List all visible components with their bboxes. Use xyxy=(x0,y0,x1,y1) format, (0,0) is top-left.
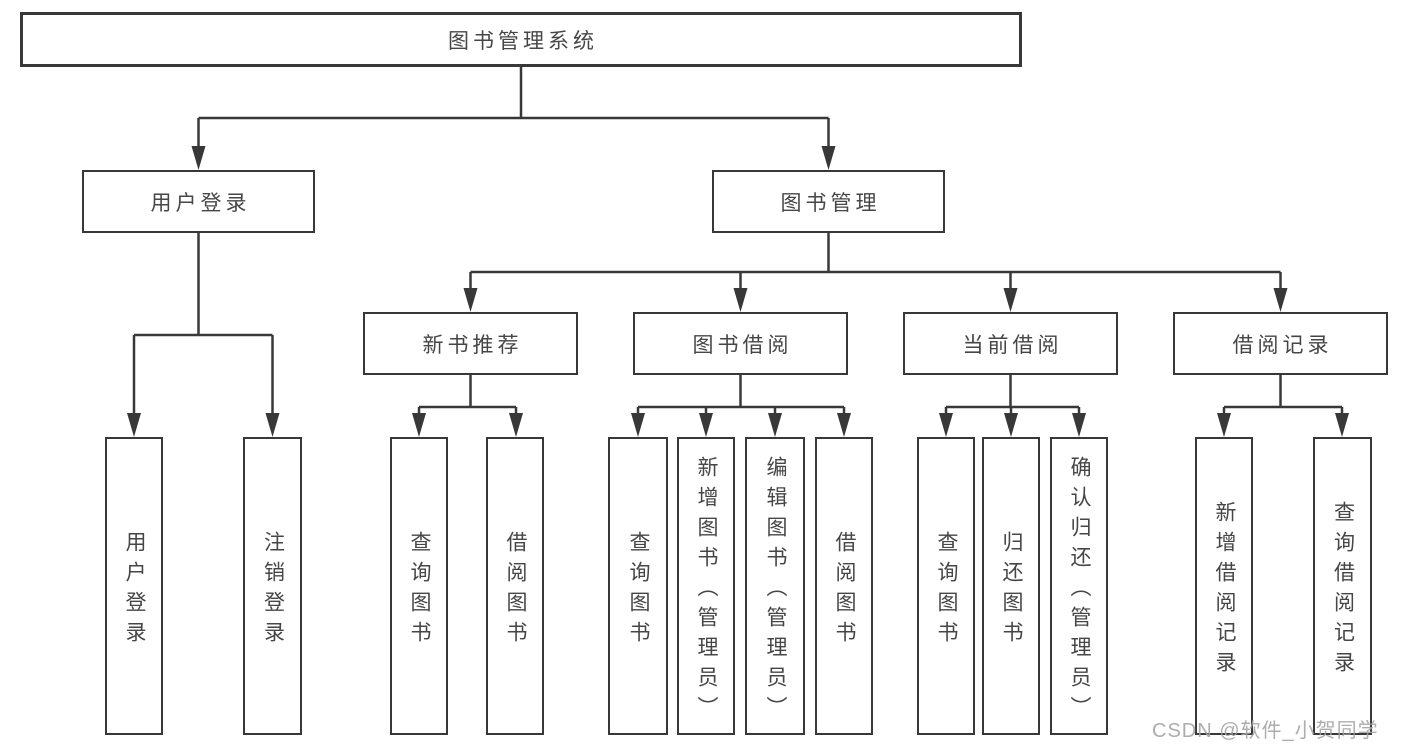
watermark-text: CSDN @软件_小贺同学 xyxy=(1152,720,1379,742)
leaf-bb-edit-books-admin: 编辑图书（管理员） xyxy=(745,437,805,735)
leaf-bb-add-books-admin: 新增图书（管理员） xyxy=(677,437,735,735)
node-book-borrow: 图书借阅 xyxy=(633,312,848,375)
leaf-bb-borrow-books: 借阅图书 xyxy=(815,437,873,735)
leaf-cb-return-books: 归还图书 xyxy=(982,437,1040,735)
node-user-login-label: 用户登录 xyxy=(150,191,251,215)
node-new-book-recommend: 新书推荐 xyxy=(363,312,578,375)
leaf-cb-confirm-return-admin-label: 确认归还（管理员） xyxy=(1068,455,1091,726)
node-root-label: 图书管理系统 xyxy=(448,29,598,53)
node-new-book-recommend-label: 新书推荐 xyxy=(422,333,523,357)
node-book-borrow-label: 图书借阅 xyxy=(692,333,793,357)
leaf-br-add-record-label: 新增借阅记录 xyxy=(1213,500,1236,681)
leaf-nb-query-books: 查询图书 xyxy=(390,437,448,735)
node-book-management-label: 图书管理 xyxy=(780,191,881,215)
node-book-management: 图书管理 xyxy=(712,170,945,233)
leaf-cb-return-books-label: 归还图书 xyxy=(1000,530,1023,651)
node-current-borrow-label: 当前借阅 xyxy=(962,333,1063,357)
leaf-cb-query-books-label: 查询图书 xyxy=(935,530,958,651)
leaf-cb-confirm-return-admin: 确认归还（管理员） xyxy=(1050,437,1108,735)
node-root: 图书管理系统 xyxy=(20,12,1022,67)
leaf-bb-query-books: 查询图书 xyxy=(608,437,668,735)
leaf-cb-query-books: 查询图书 xyxy=(917,437,975,735)
node-borrow-record: 借阅记录 xyxy=(1173,312,1388,375)
leaf-bb-add-books-admin-label: 新增图书（管理员） xyxy=(695,455,718,726)
node-user-login: 用户登录 xyxy=(82,170,315,233)
leaf-br-query-record: 查询借阅记录 xyxy=(1313,437,1372,735)
leaf-br-query-record-label: 查询借阅记录 xyxy=(1331,500,1355,681)
leaf-nb-borrow-books-label: 借阅图书 xyxy=(504,530,527,651)
node-current-borrow: 当前借阅 xyxy=(903,312,1118,375)
leaf-br-add-record: 新增借阅记录 xyxy=(1195,437,1253,735)
arrow-shafts xyxy=(132,118,1344,421)
leaf-user-login-label: 用户登录 xyxy=(123,530,146,651)
leaf-logout-label: 注销登录 xyxy=(261,530,285,651)
node-borrow-record-label: 借阅记录 xyxy=(1232,333,1333,357)
leaf-logout: 注销登录 xyxy=(243,437,302,735)
leaf-bb-borrow-books-label: 借阅图书 xyxy=(833,530,856,651)
leaf-bb-edit-books-admin-label: 编辑图书（管理员） xyxy=(764,455,787,726)
leaf-user-login: 用户登录 xyxy=(105,437,163,735)
leaf-bb-query-books-label: 查询图书 xyxy=(627,530,650,651)
leaf-nb-query-books-label: 查询图书 xyxy=(408,530,431,651)
leaf-nb-borrow-books: 借阅图书 xyxy=(486,437,544,735)
